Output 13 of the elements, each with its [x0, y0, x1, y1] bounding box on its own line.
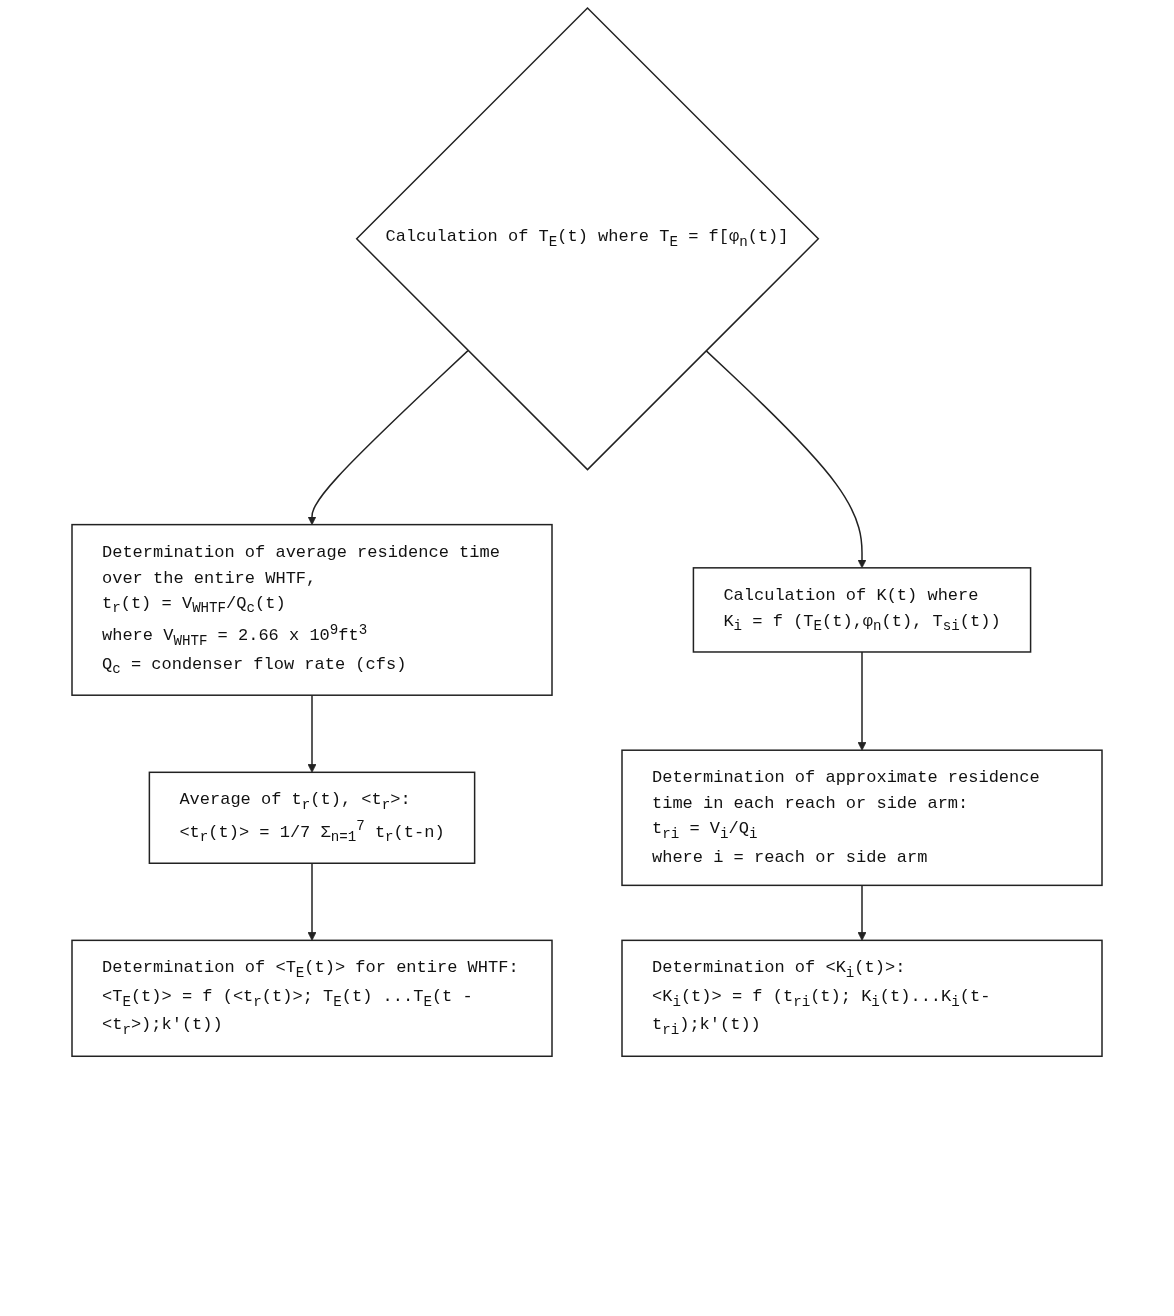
node-box: Average of t$_{r}$(t), <t$_{r}$>: <t$_{r}$(t)> = 1/7 Σ$_{n=1}$$^{7}$ t$_{r}$(t-n) [148, 771, 476, 864]
node-box: Determination of average residence time over the entire WHTF, t$_{r}$(t) = V$_{WHTF}$/Q$_{c}$(t) where V$_{WHTF}$ = 2.66 x 10$^{9}$ft$^{3}$ Q$_{c}$ = condenser flow rate (cfs) [71, 523, 553, 696]
node-box: Determination of <T$_{E}$(t)> for entire WHTF: <T$_{E}$(t)> = f (<t$_{r}$(t)>; T$_{E}$(t) ...T$_{E}$(t - <t$_{r}$>);k'(t)) [71, 939, 553, 1057]
arrow [307, 694, 317, 773]
arrow [857, 651, 867, 751]
node-box: Determination of approximate residence time in each reach or side arm: t$_{r}$$_{i}$ = V$_{i}$/Q$_{i}$ where i = reach or side arm [621, 749, 1103, 887]
node-box: Determination of <K$_{i}$(t)>: <K$_{i}$(t)> = f (t$_{r}$$_{i}$(t); K$_{i}$(t)...K$_{i}$(t-t$_{r}$$_{i}$);k'(t)) [621, 939, 1103, 1057]
arrow [307, 349, 469, 526]
arrow [857, 884, 867, 941]
node-box: Calculation of K(t) where K$_{i}$ = f (T$_{E}$(t),φ$_{n}$(t), T$_{s}$$_{i}$(t)) [692, 567, 1032, 653]
arrow [307, 862, 317, 941]
arrow [705, 349, 867, 569]
node-diamond: Calculation of T$_{E}$(t) where T$_{E}$ = f[φ$_{n}$(t)] [355, 6, 820, 471]
